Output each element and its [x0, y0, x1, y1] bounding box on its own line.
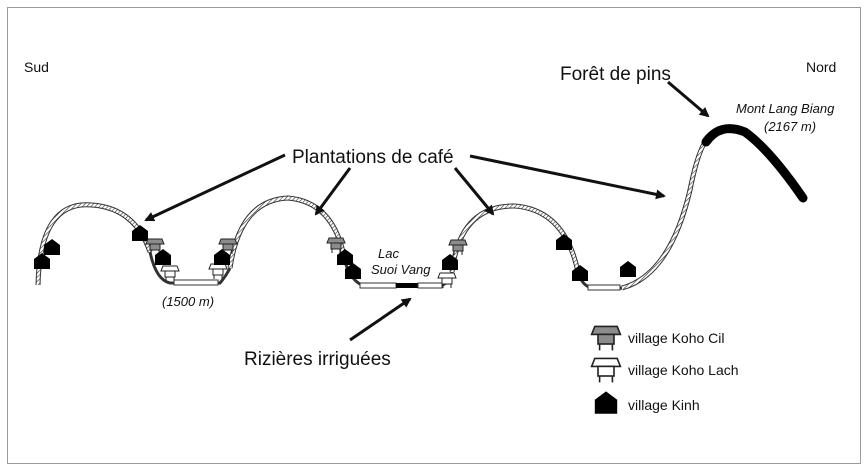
- house-kinh-icon: [34, 253, 50, 269]
- house-kinh-icon: [214, 249, 230, 265]
- arrow-coffee-3: [453, 167, 495, 216]
- arrow-coffee-4: [469, 154, 666, 200]
- house-kinh-icon: [337, 249, 353, 265]
- house-kinh-icon: [620, 261, 636, 277]
- house-kinh-icon: [556, 234, 572, 250]
- legend-lach-label: village Koho Lach: [628, 362, 739, 378]
- label-mountain-name: Mont Lang Biang: [736, 101, 835, 116]
- pine-forest-ridge: [701, 124, 808, 203]
- label-coffee-plantations: Plantations de café: [292, 147, 454, 168]
- arrow-pines: [667, 80, 710, 118]
- label-mountain-altitude: (2167 m): [764, 119, 816, 134]
- label-pine-forest: Forêt de pins: [560, 64, 671, 85]
- arrows: [144, 80, 710, 342]
- legend-lach-icon: [590, 357, 622, 384]
- label-north: Nord: [806, 59, 836, 75]
- label-lake-line2: Suoi Vang: [371, 262, 431, 277]
- legend-cil-label: village Koho Cil: [628, 330, 725, 346]
- diagram-frame: [7, 7, 861, 464]
- label-lake-line1: Lac: [378, 246, 399, 261]
- label-south: Sud: [24, 59, 49, 75]
- arrow-coffee-1: [144, 153, 286, 222]
- label-altitude-1500: (1500 m): [162, 294, 214, 309]
- lake-suoi-vang: [396, 283, 418, 288]
- house-kinh-icon: [155, 249, 171, 265]
- legend-cil-icon: [590, 325, 622, 352]
- legend: village Koho Cil village Koho Lach villa…: [590, 325, 739, 414]
- hill-2: [227, 195, 348, 269]
- label-rice-fields: Rizières irriguées: [244, 349, 391, 370]
- legend-kinh-icon: [594, 391, 618, 414]
- arrow-rice: [349, 297, 412, 342]
- legend-kinh-label: village Kinh: [628, 397, 700, 413]
- arrow-coffee-2: [314, 167, 352, 216]
